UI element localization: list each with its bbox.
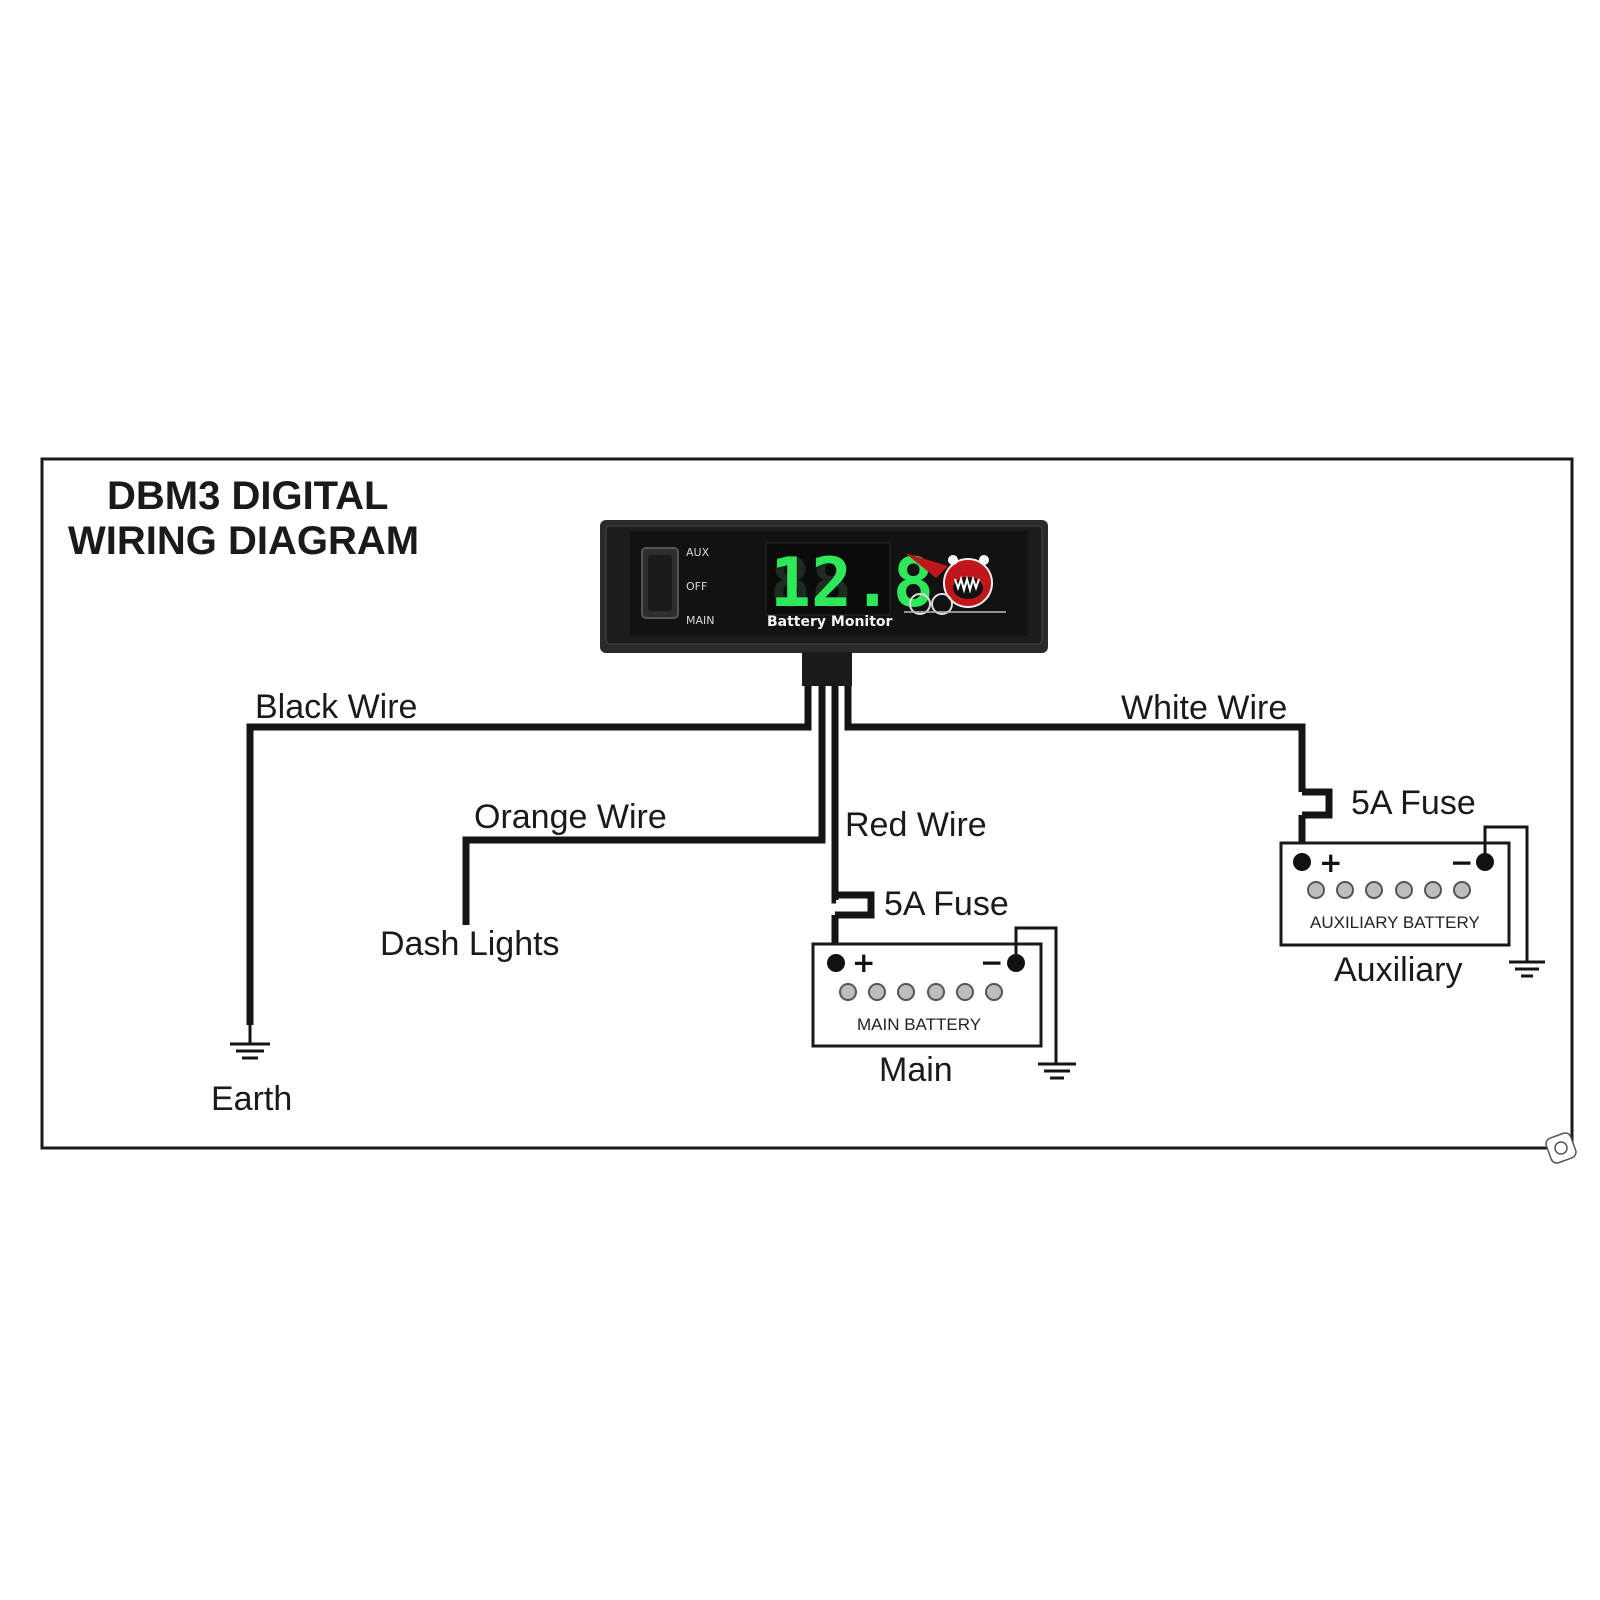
mascot-logo-icon bbox=[904, 553, 1006, 615]
orange-wire-label: Orange Wire bbox=[474, 798, 667, 836]
switch-label-aux: AUX bbox=[686, 546, 710, 559]
main-battery-caption: Main bbox=[879, 1051, 953, 1089]
main-battery-minus: − bbox=[980, 946, 1003, 979]
watermark-camera-icon bbox=[1545, 1132, 1577, 1164]
aux-ground-symbol-icon bbox=[1509, 960, 1545, 978]
switch-label-off: OFF bbox=[686, 580, 707, 593]
auxiliary-battery-icon: + − AUXILIARY BATTERY bbox=[1279, 841, 1511, 947]
main-battery-plus: + bbox=[852, 946, 875, 979]
aux-negative-lead bbox=[1483, 825, 1529, 962]
diagram-title-line2: WIRING DIAGRAM bbox=[68, 519, 419, 563]
aux-battery-caption: Auxiliary bbox=[1334, 951, 1462, 989]
white-wire bbox=[844, 686, 1306, 792]
diagram-title-line1: DBM3 DIGITAL bbox=[107, 474, 388, 518]
brand-label: Battery Monitor bbox=[767, 614, 893, 630]
cable-grommet bbox=[802, 652, 852, 686]
earth-label: Earth bbox=[211, 1080, 292, 1118]
dash-lights-label: Dash Lights bbox=[380, 925, 560, 963]
black-wire bbox=[246, 686, 812, 1025]
aux-battery-minus: − bbox=[1450, 846, 1473, 879]
aux-battery-negative-terminal bbox=[1476, 853, 1494, 871]
main-battery-icon: + − MAIN BATTERY bbox=[811, 942, 1043, 1048]
aux-battery-label: AUXILIARY BATTERY bbox=[1310, 913, 1480, 932]
aux-fuse-label: 5A Fuse bbox=[1351, 784, 1476, 822]
switch-label-main: MAIN bbox=[686, 614, 715, 627]
lcd-reading: 12.8 bbox=[770, 544, 934, 623]
red-wire bbox=[831, 686, 839, 904]
main-negative-lead bbox=[1014, 926, 1058, 1064]
white-wire-label: White Wire bbox=[1121, 689, 1287, 727]
main-fuse-label: 5A Fuse bbox=[884, 885, 1009, 923]
black-wire-label: Black Wire bbox=[255, 688, 417, 726]
red-wire-label: Red Wire bbox=[845, 806, 987, 844]
earth-ground-symbol-icon bbox=[230, 1025, 270, 1060]
aux-battery-plus: + bbox=[1319, 846, 1342, 879]
main-fuse-icon bbox=[835, 891, 875, 919]
aux-fuse-icon bbox=[1302, 788, 1333, 819]
lcd-display bbox=[765, 542, 891, 616]
main-battery-label: MAIN BATTERY bbox=[857, 1015, 981, 1034]
battery-monitor-device: AUX OFF MAIN 88.8 12.8 Battery Monitor bbox=[600, 520, 1048, 686]
orange-wire bbox=[462, 686, 826, 925]
main-ground-symbol-icon bbox=[1038, 1062, 1076, 1080]
main-battery-negative-terminal bbox=[1007, 954, 1025, 972]
main-battery-positive-terminal bbox=[827, 954, 845, 972]
aux-battery-positive-terminal bbox=[1293, 853, 1311, 871]
svg-text:88.8: 88.8 bbox=[770, 544, 934, 623]
